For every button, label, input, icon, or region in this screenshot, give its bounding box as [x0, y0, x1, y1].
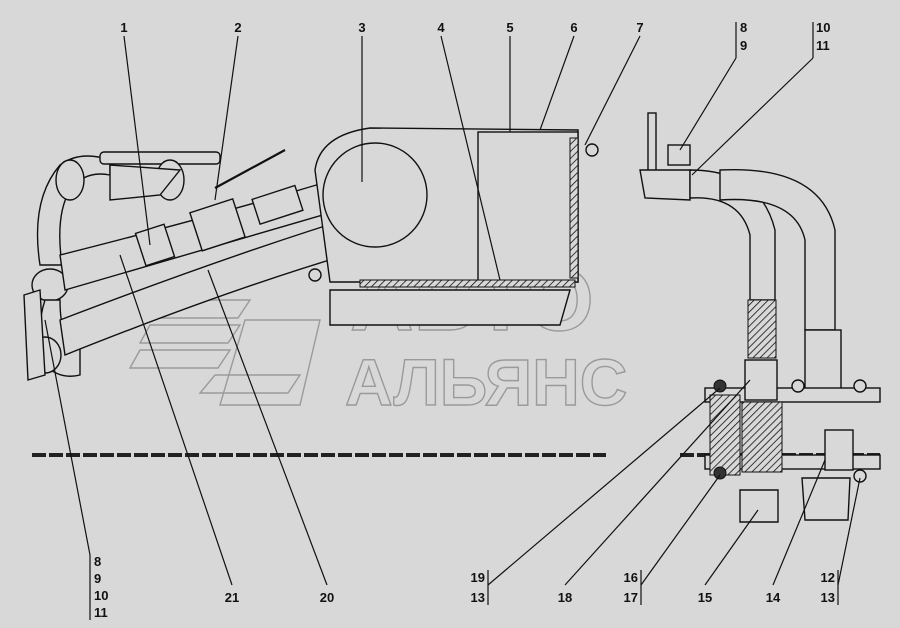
pipe-end-10-11: [639, 169, 691, 201]
callout-10: 10: [816, 20, 830, 35]
leader-6: [539, 35, 575, 131]
leader-lines: [44, 22, 861, 620]
callout-14: 14: [766, 590, 781, 605]
pipe-15: [739, 489, 779, 523]
leader-10-11: [691, 57, 814, 176]
bolt-upper-right: [853, 379, 867, 393]
callout-bottom-9: 9: [94, 571, 101, 586]
valve-body: [189, 197, 246, 252]
leader-8-9: [679, 57, 737, 151]
neck-center: [744, 359, 778, 401]
callout-bottom-11: 11: [94, 605, 108, 620]
callout-19: 19: [471, 570, 485, 585]
leader-2: [214, 35, 239, 201]
upper-elbow-end: [55, 159, 85, 201]
base-gasket-4: [359, 279, 576, 288]
leader-7: [584, 35, 641, 146]
right-assembly: [639, 112, 881, 523]
bolt-16: [713, 466, 727, 480]
wall-plate: [23, 289, 46, 381]
fitting-b: [804, 329, 842, 391]
left-assembly: [23, 127, 599, 381]
top-bracket: [109, 164, 182, 201]
gasket-6: [569, 137, 579, 279]
leader-14: [772, 459, 826, 586]
top-flange: [99, 151, 221, 165]
bolt-12: [853, 469, 867, 483]
leader-8-11: [44, 319, 91, 556]
wall-bracket: [647, 112, 657, 174]
callout-bottom-10: 10: [94, 588, 108, 603]
tank-round: [322, 142, 428, 248]
leader-21: [119, 254, 233, 586]
callout-5: 5: [506, 20, 513, 35]
tank-base: [329, 289, 571, 326]
bolt-upper-mid: [791, 379, 805, 393]
coupling-2: [251, 184, 304, 226]
leader-15: [704, 509, 759, 586]
callout-17: 17: [624, 590, 638, 605]
callout-18: 18: [558, 590, 572, 605]
callout-11: 11: [816, 38, 830, 53]
watermark-line2: АЛЬЯНС: [345, 345, 627, 419]
callout-labels: 1 2 3 4 5 6 7 8 9 10 11 8 9 10 11 21 20 …: [94, 20, 835, 620]
callout-8: 8: [740, 20, 747, 35]
leader-19-13: [487, 387, 721, 586]
coupling-1: [134, 223, 176, 267]
callout-13a: 13: [471, 590, 485, 605]
filter-5: [477, 131, 579, 283]
bent-pipe-b: [719, 168, 836, 331]
callout-20: 20: [320, 590, 334, 605]
valve-handle: [214, 149, 286, 189]
callout-12: 12: [821, 570, 835, 585]
leader-4: [440, 35, 501, 281]
clamp-7: [585, 143, 599, 157]
callout-4: 4: [437, 20, 445, 35]
callout-bottom-8: 8: [94, 554, 101, 569]
body-center: [741, 401, 783, 473]
callout-2: 2: [234, 20, 241, 35]
fitting-14: [824, 429, 854, 471]
leader-18: [564, 379, 751, 586]
leader-1: [123, 35, 151, 246]
leader-12-13: [837, 477, 861, 586]
threaded-fitting: [747, 299, 777, 359]
leader-16-17: [640, 474, 721, 586]
callout-16: 16: [624, 570, 638, 585]
callout-21: 21: [225, 590, 239, 605]
callout-7: 7: [636, 20, 643, 35]
callout-15: 15: [698, 590, 712, 605]
nut-8-9: [667, 144, 691, 166]
callout-3: 3: [358, 20, 365, 35]
callout-13b: 13: [821, 590, 835, 605]
callout-9: 9: [740, 38, 747, 53]
bolt-19: [713, 379, 727, 393]
clamp-lower: [308, 268, 322, 282]
leader-20: [207, 269, 328, 586]
callout-1: 1: [120, 20, 127, 35]
pipe-14-lower: [801, 477, 851, 521]
callout-6: 6: [570, 20, 577, 35]
